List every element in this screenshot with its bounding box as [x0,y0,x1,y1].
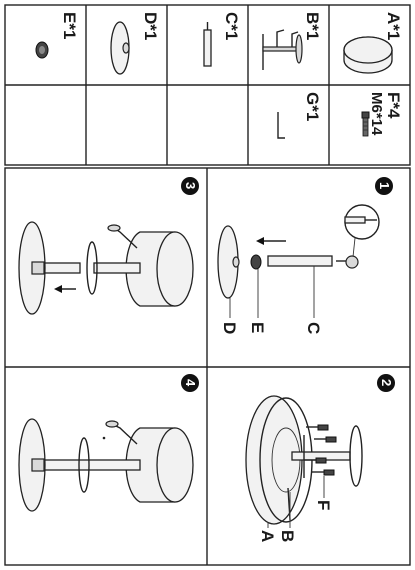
step-4-number: 4 [183,379,198,387]
finished-column-drawing [43,437,141,493]
gas-cylinder-icon [203,22,212,67]
seat-drawing [125,231,194,307]
mechanism-drawing [86,241,141,295]
cylinder-drawing [43,262,81,274]
part-d-label: D*1 [141,12,160,40]
part-f-cell: F*4 M6*14 [361,92,403,137]
step-2-number: 2 [379,379,394,386]
press-arrow-icon [54,285,76,293]
steps-grid [4,167,411,566]
step-3-panel: 3 [18,177,199,315]
part-g-label: G*1 [303,92,322,121]
part-e-cell: E*1 [35,12,79,59]
step-4-panel: 4 [18,374,199,512]
bushing-icon [35,41,49,59]
step-2-callout-a: A [258,530,277,542]
step-1-callout-c: C [304,322,323,334]
step-1-callout-e: E [248,322,267,333]
bushing-drawing [250,254,262,270]
base-drawing [18,221,46,315]
base-disc-drawing [217,225,240,299]
step-2-callout-lines [267,476,325,528]
part-c-label: C*1 [222,12,241,40]
part-d-cell: D*1 [110,12,160,75]
part-b-cell: B*1 [262,12,322,70]
gas-cylinder-drawing [267,255,359,269]
step-2-callout-b: B [278,530,297,542]
insert-arrow-icon [256,237,286,245]
step-1-callout-d: D [220,322,239,334]
step-1-callout-lines [229,266,315,318]
base-disc-icon [110,21,130,75]
detail-zoom-icon [344,204,380,258]
screws-drawing [304,424,337,476]
seat-cushion-icon [343,36,393,74]
parts-table-grid [4,4,411,166]
part-a-label: A*1 [384,12,403,40]
base-mechanism-icon [262,29,303,70]
part-c-cell: C*1 [203,12,241,67]
part-f-label: F*4 [384,92,403,119]
finished-lever-drawing [102,420,138,445]
part-f-spec: M6*14 [368,92,385,136]
screw-icon [361,111,370,137]
step-2-panel: 2 F B A [245,374,395,542]
step-1-number: 1 [377,182,392,189]
step-1-panel: 1 C E D [217,177,393,334]
part-b-label: B*1 [303,12,322,40]
part-a-cell: A*1 [343,12,403,74]
finished-base-drawing [18,418,46,512]
part-e-label: E*1 [60,12,79,39]
finished-seat-drawing [125,427,194,503]
part-g-cell: G*1 [277,92,322,139]
allen-key-icon [277,112,285,139]
step-3-number: 3 [183,182,198,189]
step-2-callout-f: F [314,500,333,510]
lever-drawing [107,224,138,249]
mechanism-plate-drawing [291,425,363,487]
